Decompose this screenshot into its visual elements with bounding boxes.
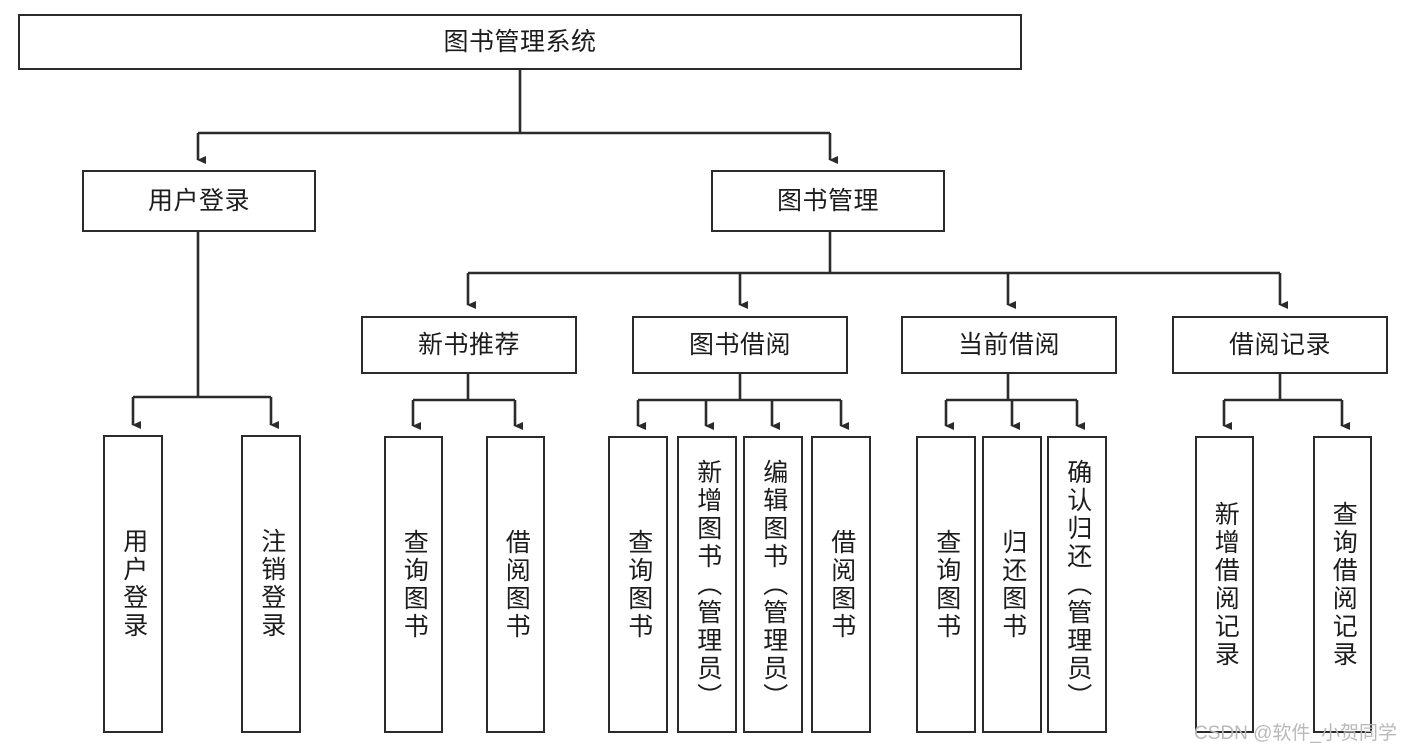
node-leaf-query-borrow-record-label: 查询借阅记录 [1329,500,1358,669]
node-book-manage-label: 图书管理 [776,187,879,215]
node-book-manage[interactable]: 图书管理 [711,170,945,232]
node-leaf-borrow-book-2[interactable]: 借阅图书 [811,436,871,733]
node-leaf-confirm-return-admin-label: 确认归还（管理员） [1063,458,1092,711]
node-book-borrow-label: 图书借阅 [688,331,791,359]
node-leaf-query-book-3[interactable]: 查询图书 [916,436,976,733]
node-leaf-edit-book-admin-label: 编辑图书（管理员） [759,458,788,711]
node-leaf-add-borrow-record[interactable]: 新增借阅记录 [1195,436,1254,733]
node-borrow-record-label: 借阅记录 [1228,331,1331,359]
node-root[interactable]: 图书管理系统 [18,14,1022,70]
node-leaf-return-book[interactable]: 归还图书 [982,436,1042,733]
node-user-login-label: 用户登录 [147,187,250,215]
node-leaf-edit-book-admin[interactable]: 编辑图书（管理员） [743,436,803,733]
node-leaf-user-login-label: 用户登录 [119,528,148,640]
node-new-book-recommend[interactable]: 新书推荐 [361,316,577,374]
node-leaf-query-book-3-label: 查询图书 [932,528,961,641]
node-leaf-add-borrow-record-label: 新增借阅记录 [1211,500,1240,669]
node-leaf-user-login[interactable]: 用户登录 [103,435,163,733]
node-current-borrow-label: 当前借阅 [957,331,1060,359]
node-leaf-borrow-book-2-label: 借阅图书 [827,528,856,641]
node-leaf-borrow-book-1-label: 借阅图书 [502,528,531,641]
node-book-borrow[interactable]: 图书借阅 [632,316,848,374]
node-new-book-recommend-label: 新书推荐 [417,331,520,359]
node-borrow-record[interactable]: 借阅记录 [1172,316,1388,374]
node-leaf-logout-login[interactable]: 注销登录 [241,435,301,733]
node-user-login[interactable]: 用户登录 [82,170,316,232]
node-leaf-query-book-2-label: 查询图书 [624,528,653,641]
node-leaf-borrow-book-1[interactable]: 借阅图书 [486,436,545,733]
node-leaf-confirm-return-admin[interactable]: 确认归还（管理员） [1047,436,1107,733]
node-current-borrow[interactable]: 当前借阅 [901,316,1117,374]
node-leaf-add-book-admin[interactable]: 新增图书（管理员） [677,436,737,733]
node-leaf-logout-login-label: 注销登录 [257,528,286,640]
node-leaf-query-book-1-label: 查询图书 [400,528,429,641]
node-leaf-return-book-label: 归还图书 [998,528,1027,641]
node-leaf-query-book-2[interactable]: 查询图书 [608,436,668,733]
node-leaf-add-book-admin-label: 新增图书（管理员） [693,458,722,711]
node-root-label: 图书管理系统 [443,28,597,56]
node-leaf-query-book-1[interactable]: 查询图书 [384,436,443,733]
node-leaf-query-borrow-record[interactable]: 查询借阅记录 [1313,436,1372,733]
